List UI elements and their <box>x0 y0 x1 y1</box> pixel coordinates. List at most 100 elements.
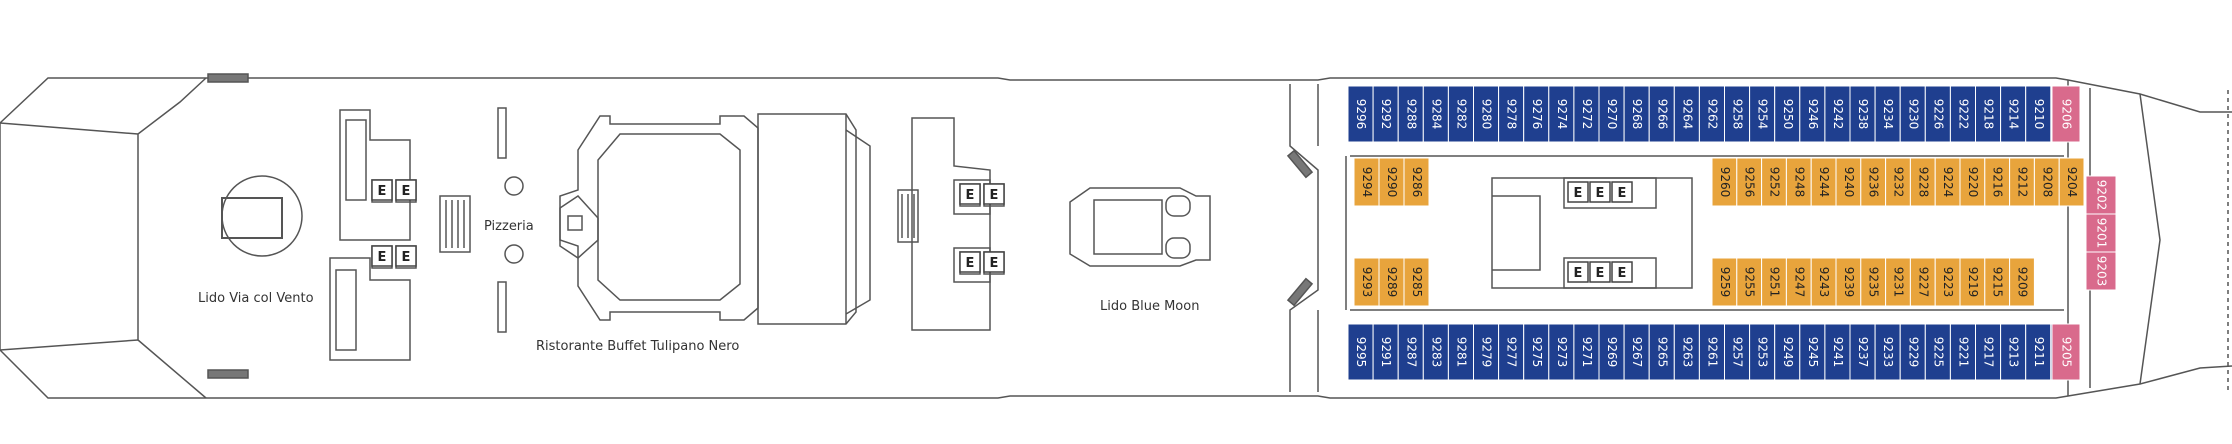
cabin-outside-bottom[interactable]: 9237 <box>1849 323 1876 381</box>
cabin-outside-top[interactable]: 9264 <box>1673 85 1700 143</box>
cabin-inside-top-right[interactable]: 9204 <box>2058 157 2085 207</box>
cabin-outside-top[interactable]: 9258 <box>1724 85 1751 143</box>
cabin-outside-bottom[interactable]: 9229 <box>1899 323 1926 381</box>
cabin-outside-bottom[interactable]: 9217 <box>1975 323 2002 381</box>
cabin-bow-top[interactable]: 9206 <box>2051 85 2081 143</box>
cabin-bow-suite[interactable]: 9201 <box>2085 213 2117 253</box>
cabin-outside-top[interactable]: 9230 <box>1899 85 1926 143</box>
cabin-inside-bottom-right[interactable]: 9219 <box>1959 257 1986 307</box>
cabin-outside-bottom[interactable]: 9225 <box>1924 323 1951 381</box>
cabin-outside-top[interactable]: 9242 <box>1824 85 1851 143</box>
cabin-outside-top[interactable]: 9296 <box>1347 85 1374 143</box>
cabin-outside-bottom[interactable]: 9245 <box>1799 323 1826 381</box>
cabin-inside-top-left[interactable]: 9294 <box>1353 157 1380 207</box>
cabin-inside-top-left[interactable]: 9286 <box>1403 157 1430 207</box>
cabin-outside-bottom[interactable]: 9279 <box>1473 323 1500 381</box>
cabin-outside-top[interactable]: 9238 <box>1849 85 1876 143</box>
cabin-inside-top-left[interactable]: 9290 <box>1378 157 1405 207</box>
cabin-outside-top[interactable]: 9276 <box>1523 85 1550 143</box>
cabin-inside-bottom-right[interactable]: 9239 <box>1835 257 1862 307</box>
cabin-bow-suite[interactable]: 9203 <box>2085 251 2117 291</box>
cabin-outside-top[interactable]: 9254 <box>1749 85 1776 143</box>
cabin-outside-top[interactable]: 9288 <box>1397 85 1424 143</box>
cabin-outside-bottom[interactable]: 9249 <box>1774 323 1801 381</box>
cabin-inside-bottom-right[interactable]: 9227 <box>1909 257 1936 307</box>
cabin-inside-top-right[interactable]: 9240 <box>1835 157 1862 207</box>
cabin-inside-bottom-right[interactable]: 9235 <box>1860 257 1887 307</box>
cabin-inside-bottom-right[interactable]: 9243 <box>1810 257 1837 307</box>
cabin-outside-bottom[interactable]: 9221 <box>1949 323 1977 381</box>
cabin-outside-bottom[interactable]: 9295 <box>1347 323 1374 381</box>
cabin-outside-bottom[interactable]: 9261 <box>1698 323 1726 381</box>
cabin-outside-top[interactable]: 9274 <box>1548 85 1575 143</box>
cabin-outside-top[interactable]: 9266 <box>1648 85 1675 143</box>
cabin-number: 9248 <box>1792 167 1806 198</box>
cabin-outside-bottom[interactable]: 9287 <box>1397 323 1424 381</box>
cabin-number: 9234 <box>1881 99 1895 130</box>
cabin-outside-top[interactable]: 9282 <box>1447 85 1475 143</box>
cabin-outside-top[interactable]: 9272 <box>1573 85 1600 143</box>
cabin-inside-top-right[interactable]: 9260 <box>1711 157 1738 207</box>
cabin-outside-bottom[interactable]: 9263 <box>1673 323 1700 381</box>
cabin-inside-top-right[interactable]: 9236 <box>1860 157 1887 207</box>
cabin-outside-bottom[interactable]: 9211 <box>2025 323 2052 381</box>
cabin-outside-top[interactable]: 9284 <box>1422 85 1449 143</box>
cabin-outside-top[interactable]: 9226 <box>1924 85 1951 143</box>
cabin-outside-top[interactable]: 9262 <box>1698 85 1726 143</box>
cabin-inside-bottom-right[interactable]: 9259 <box>1711 257 1738 307</box>
cabin-outside-top[interactable]: 9210 <box>2025 85 2052 143</box>
cabin-inside-top-right[interactable]: 9232 <box>1885 157 1911 207</box>
cabin-inside-top-right[interactable]: 9252 <box>1761 157 1787 207</box>
cabin-outside-bottom[interactable]: 9271 <box>1573 323 1600 381</box>
cabin-outside-top[interactable]: 9214 <box>2000 85 2027 143</box>
cabin-outside-top[interactable]: 9280 <box>1473 85 1500 143</box>
cabin-outside-top[interactable]: 9246 <box>1799 85 1826 143</box>
cabin-outside-top[interactable]: 9234 <box>1874 85 1901 143</box>
cabin-inside-top-right[interactable]: 9224 <box>1934 157 1961 207</box>
cabin-inside-bottom-right[interactable]: 9215 <box>1984 257 2011 307</box>
cabin-inside-top-right[interactable]: 9228 <box>1909 157 1936 207</box>
cabin-outside-top[interactable]: 9222 <box>1949 85 1977 143</box>
jacuzzi-top <box>1165 195 1191 217</box>
cabin-outside-bottom[interactable]: 9277 <box>1498 323 1525 381</box>
cabin-number: 9278 <box>1505 99 1519 130</box>
cabin-outside-top[interactable]: 9218 <box>1975 85 2002 143</box>
cabin-inside-bottom-right[interactable]: 9223 <box>1934 257 1961 307</box>
cabin-inside-bottom-left[interactable]: 9285 <box>1403 257 1430 307</box>
cabin-inside-top-right[interactable]: 9216 <box>1984 157 2011 207</box>
cabin-outside-bottom[interactable]: 9241 <box>1824 323 1851 381</box>
cabin-outside-bottom[interactable]: 9273 <box>1548 323 1575 381</box>
cabin-outside-bottom[interactable]: 9265 <box>1648 323 1675 381</box>
cabin-outside-top[interactable]: 9278 <box>1498 85 1525 143</box>
cabin-inside-top-right[interactable]: 9208 <box>2033 157 2060 207</box>
cabin-outside-bottom[interactable]: 9233 <box>1874 323 1901 381</box>
cabin-outside-bottom[interactable]: 9267 <box>1623 323 1650 381</box>
cabin-inside-bottom-left[interactable]: 9289 <box>1378 257 1405 307</box>
cabin-inside-top-right[interactable]: 9212 <box>2009 157 2035 207</box>
cabin-outside-top[interactable]: 9268 <box>1623 85 1650 143</box>
cabin-outside-top[interactable]: 9292 <box>1372 85 1399 143</box>
cabin-bow-suite[interactable]: 9202 <box>2085 175 2117 215</box>
cabin-inside-bottom-right[interactable]: 9209 <box>2009 257 2035 307</box>
cabin-inside-bottom-right[interactable]: 9247 <box>1785 257 1812 307</box>
cabin-outside-bottom[interactable]: 9253 <box>1749 323 1776 381</box>
cabin-outside-bottom[interactable]: 9281 <box>1447 323 1475 381</box>
cabin-outside-bottom[interactable]: 9283 <box>1422 323 1449 381</box>
cabin-bow-bottom[interactable]: 9205 <box>2051 323 2081 381</box>
cabin-outside-bottom[interactable]: 9257 <box>1724 323 1751 381</box>
cabin-inside-top-right[interactable]: 9256 <box>1736 157 1763 207</box>
cabin-inside-bottom-right[interactable]: 9251 <box>1761 257 1787 307</box>
cabin-inside-top-right[interactable]: 9248 <box>1785 157 1812 207</box>
cabin-inside-bottom-left[interactable]: 9293 <box>1353 257 1380 307</box>
cabin-inside-bottom-right[interactable]: 9231 <box>1885 257 1911 307</box>
cabin-inside-bottom-right[interactable]: 9255 <box>1736 257 1763 307</box>
cabin-inside-top-right[interactable]: 9220 <box>1959 157 1986 207</box>
cabin-outside-bottom[interactable]: 9269 <box>1598 323 1625 381</box>
cabin-outside-top[interactable]: 9270 <box>1598 85 1625 143</box>
hull-outline <box>0 77 2232 399</box>
cabin-outside-top[interactable]: 9250 <box>1774 85 1801 143</box>
cabin-outside-bottom[interactable]: 9275 <box>1523 323 1550 381</box>
cabin-inside-top-right[interactable]: 9244 <box>1810 157 1837 207</box>
cabin-outside-bottom[interactable]: 9213 <box>2000 323 2027 381</box>
cabin-outside-bottom[interactable]: 9291 <box>1372 323 1399 381</box>
